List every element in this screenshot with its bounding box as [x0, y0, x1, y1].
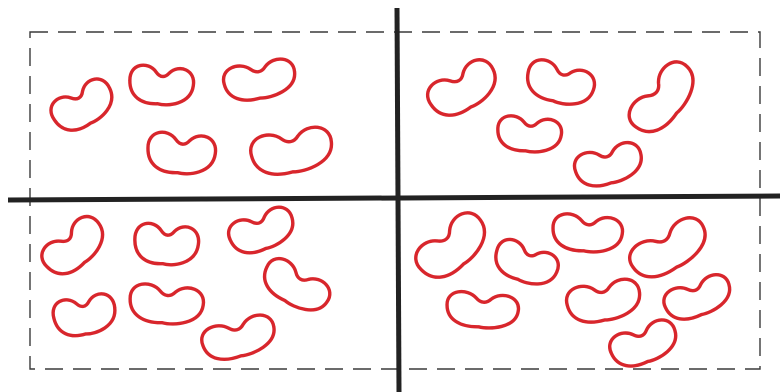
bean-bottom-right-5	[445, 290, 519, 330]
bean-bottom-right-4	[624, 212, 714, 287]
bean-bottom-left-5	[128, 283, 205, 327]
bean-top-left-5	[248, 124, 335, 179]
bean-top-left-2	[128, 64, 195, 107]
bean-bottom-left-4	[51, 292, 119, 340]
bean-top-left-4	[146, 131, 217, 176]
bean-top-left-1	[46, 74, 120, 139]
bean-bottom-right-3	[551, 213, 624, 255]
bean-bottom-right-1	[410, 206, 496, 287]
bean-bottom-left-2	[133, 222, 200, 267]
horizontal-divider	[8, 196, 780, 200]
bean-bottom-left-3	[225, 203, 299, 259]
bean-bottom-right-2	[490, 236, 562, 292]
bean-bottom-left-6	[257, 254, 335, 320]
bean-top-right-1	[422, 54, 504, 124]
bean-top-right-3	[496, 115, 563, 155]
bean-top-left-3	[221, 56, 298, 104]
bean-bottom-left-1	[36, 211, 112, 283]
bean-bottom-right-8	[606, 316, 682, 373]
bean-top-right-5	[572, 139, 647, 191]
bean-bottom-left-7	[199, 311, 279, 365]
bean-top-right-4	[623, 56, 704, 142]
bean-bottom-right-6	[564, 277, 643, 327]
bean-top-right-2	[522, 57, 597, 111]
beans-group	[36, 54, 735, 373]
bean-bottom-right-7	[660, 271, 735, 326]
